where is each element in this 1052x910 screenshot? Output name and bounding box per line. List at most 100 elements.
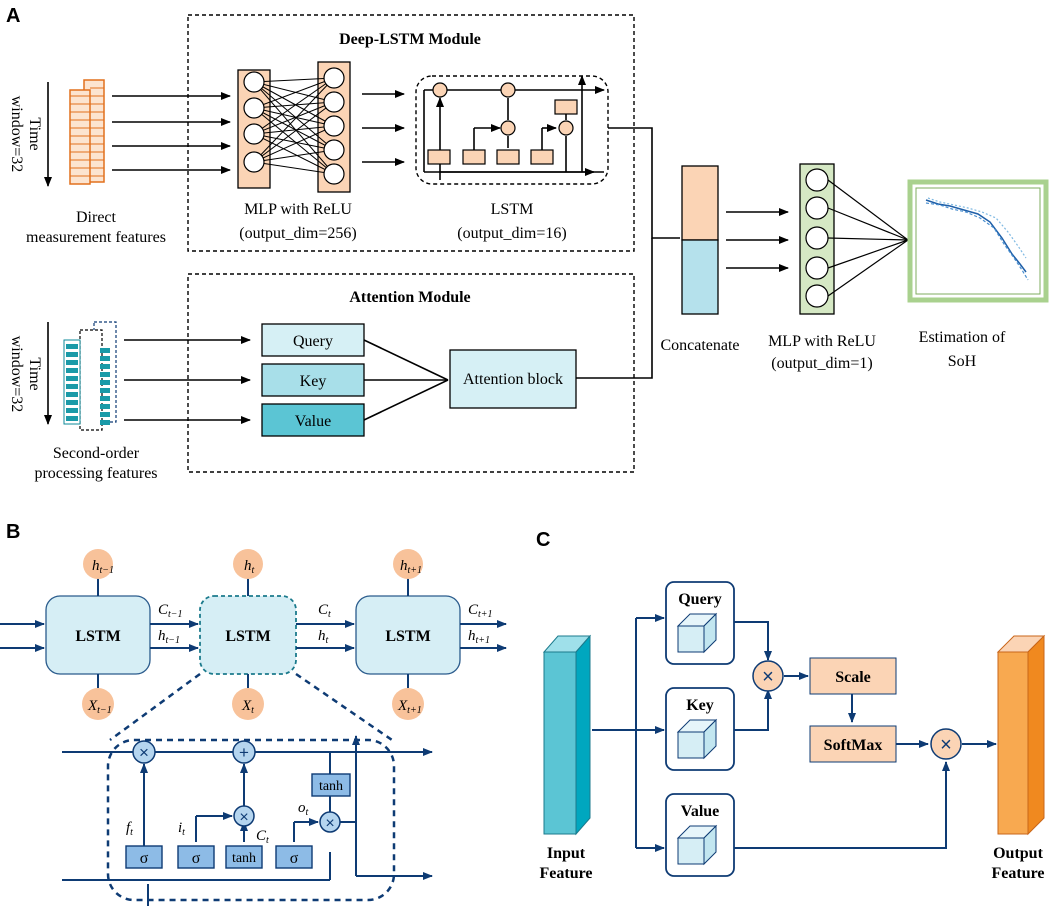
- second-features-label-2: processing features: [34, 465, 157, 482]
- panel-b-label: B: [6, 521, 20, 543]
- c-cur-label: Ct: [318, 602, 331, 620]
- direct-features-label-1: Direct: [76, 209, 117, 226]
- lstm-label-2: (output_dim=16): [457, 225, 566, 242]
- attention-block: [449, 349, 577, 409]
- time-window-top: Time window=32: [8, 82, 52, 187]
- time-window-bottom: Time window=32: [8, 322, 52, 425]
- soh-plot-thumbnail: [907, 179, 1049, 303]
- lstm-cell-1-label: LSTM: [75, 628, 120, 645]
- input-feature-label-1: Input: [547, 845, 586, 862]
- mlp2-label-2: (output_dim=1): [771, 355, 872, 372]
- svg-text:×: ×: [325, 815, 334, 832]
- softmax-box: [809, 725, 897, 763]
- h-next-line-label: ht+1: [468, 628, 490, 646]
- h-next-node-label: ht+1: [400, 558, 422, 576]
- mlp2-label-1: MLP with ReLU: [768, 333, 876, 350]
- scale-label: Scale: [835, 669, 871, 686]
- concatenate-label: Concatenate: [660, 337, 739, 354]
- second-order-features-stack: [63, 321, 117, 431]
- second-features-label-1: Second-order: [53, 445, 140, 462]
- multiply-node-qk: ×: [752, 660, 784, 692]
- svg-text:window=32: window=32: [8, 336, 25, 413]
- h-cur-line-label: ht: [318, 628, 329, 646]
- qkv-to-attention-lines: [363, 339, 449, 421]
- estimation-label-2: SoH: [948, 353, 977, 370]
- svg-text:×: ×: [940, 734, 952, 756]
- mlp-network-256: [237, 61, 351, 193]
- lstm-cell-3-label: LSTM: [385, 628, 430, 645]
- output-gate-label: ot: [298, 800, 309, 818]
- input-gate-label: it: [178, 820, 185, 838]
- tanh-output-label: tanh: [319, 779, 343, 794]
- arrows-into-attention: [124, 336, 251, 424]
- deep-lstm-title: Deep-LSTM Module: [339, 31, 481, 48]
- estimation-label-1: Estimation of: [919, 329, 1006, 346]
- zoom-line-right: [295, 672, 393, 742]
- attention-title: Attention Module: [349, 289, 470, 306]
- arrows-mlp-to-lstm: [362, 90, 405, 166]
- lstm-cell-expanded: × + × ×: [62, 735, 433, 906]
- output-feature-label-1: Output: [993, 845, 1043, 862]
- sigma-output-label: σ: [290, 850, 299, 867]
- arrows-into-mlp: [112, 92, 231, 174]
- arrows-concat-to-mlp: [726, 208, 789, 272]
- svg-text:+: +: [239, 743, 249, 762]
- query-label-a: Query: [293, 333, 333, 350]
- query-box-c: [665, 581, 735, 665]
- svg-text:window=32: window=32: [8, 96, 25, 173]
- output-feature-bar: [996, 634, 1046, 836]
- lstm-chain: [0, 578, 507, 688]
- panel-a-label: A: [6, 5, 20, 27]
- value-box-c: [665, 793, 735, 877]
- value-label-a: Value: [295, 413, 331, 430]
- query-label-c: Query: [678, 591, 722, 608]
- input-feature-label-2: Feature: [539, 865, 592, 882]
- hidden-output-nodes: [83, 549, 423, 579]
- svg-text:×: ×: [239, 809, 248, 826]
- input-nodes: [82, 688, 424, 720]
- key-label-a: Key: [300, 373, 327, 390]
- svg-text:Time: Time: [26, 117, 43, 150]
- output-feature-label-2: Feature: [991, 865, 1044, 882]
- x-prev-node-label: Xt−1: [87, 698, 112, 716]
- key-box-a: [261, 363, 365, 397]
- scale-box: [809, 657, 897, 695]
- x-cur-node-label: Xt: [241, 698, 254, 716]
- svg-text:×: ×: [762, 666, 774, 688]
- multiply-node-v: ×: [930, 728, 962, 760]
- panel-c-label: C: [536, 529, 550, 551]
- attention-routing: [592, 614, 997, 852]
- c-prev-label: Ct−1: [158, 602, 183, 620]
- tanh-candidate-label: tanh: [232, 851, 256, 866]
- lstm-cell-2-label: LSTM: [225, 628, 270, 645]
- softmax-label: SoftMax: [824, 737, 883, 754]
- candidate-cell-label: Ct: [256, 828, 269, 846]
- deep-lstm-module-box: [187, 14, 635, 252]
- sigma-input-label: σ: [192, 850, 201, 867]
- lstm-label-1: LSTM: [491, 201, 534, 218]
- sigma-forget-label: σ: [140, 850, 149, 867]
- svg-text:×: ×: [139, 743, 149, 762]
- h-prev-line-label: ht−1: [158, 628, 180, 646]
- lstm-cell-small: [415, 75, 609, 185]
- key-label-c: Key: [686, 697, 714, 714]
- concatenate-vector: [681, 165, 719, 315]
- connector-attention-to-concat: [576, 238, 653, 379]
- c-next-label: Ct+1: [468, 602, 493, 620]
- key-box-c: [665, 687, 735, 771]
- attention-block-label: Attention block: [463, 371, 563, 388]
- value-box-a: [261, 403, 365, 437]
- svg-text:Time: Time: [26, 357, 43, 390]
- forget-gate-label: ft: [126, 820, 133, 838]
- zoom-line-left: [109, 672, 201, 742]
- direct-features-label-2: measurement features: [26, 229, 166, 246]
- mlp1-label-1: MLP with ReLU: [244, 201, 352, 218]
- mlp1-label-2: (output_dim=256): [239, 225, 356, 242]
- connector-lstm-to-concat: [608, 127, 680, 239]
- query-box-a: [261, 323, 365, 357]
- mlp-network-1: [799, 163, 909, 315]
- input-feature-bar: [542, 634, 592, 836]
- h-prev-node-label: ht−1: [92, 558, 114, 576]
- direct-features-matrix: [69, 79, 105, 185]
